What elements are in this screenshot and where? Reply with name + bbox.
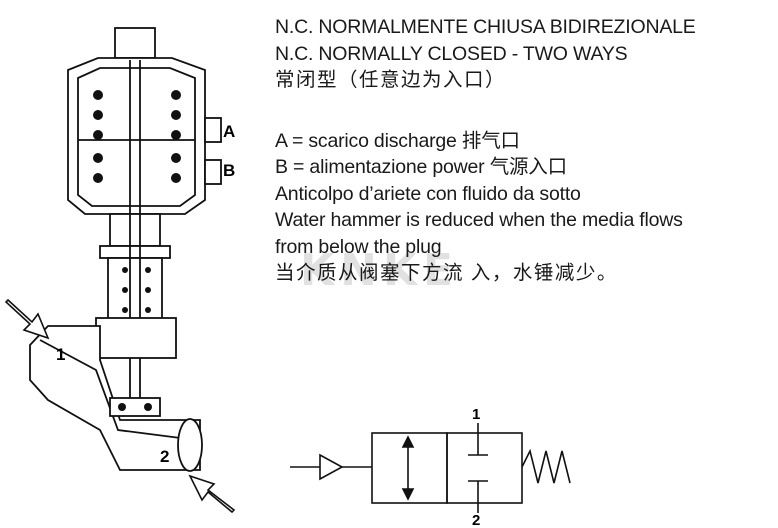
title-line-italian: N.C. NORMALMENTE CHIUSA BIDIREZIONALE	[275, 16, 696, 38]
title-line-chinese: 常闭型（任意边为入口）	[275, 69, 507, 91]
water-hammer-english-1: Water hammer is reduced when the media f…	[275, 209, 683, 231]
port-b-label: B	[223, 161, 235, 180]
outlet-arrow	[188, 474, 236, 514]
outlet-port-label: 2	[160, 447, 169, 466]
title-line-english: N.C. NORMALLY CLOSED - TWO WAYS	[275, 42, 628, 65]
watermark: KNKE	[300, 245, 460, 296]
description-text-block: N.C. NORMALMENTE CHIUSA BIDIREZIONALE N.…	[275, 14, 775, 287]
valve-symbol: 1 2	[290, 406, 571, 528]
water-hammer-italian: Anticolpo d’ariete con fluido da sotto	[275, 182, 581, 205]
water-hammer-english-2: from below the plug	[275, 235, 442, 258]
inlet-port-label: 1	[56, 345, 65, 364]
valve-cross-section: A B 1 2	[4, 27, 236, 514]
symbol-port-1: 1	[472, 406, 480, 423]
port-b-description: B = alimentazione power 气源入口	[275, 156, 567, 178]
port-a-description: A = scarico discharge 排气口	[275, 129, 520, 152]
water-hammer-chinese: 当介质从阀塞下方流 入，水锤减少。	[275, 262, 618, 284]
port-a-label: A	[223, 122, 235, 141]
inlet-arrow	[4, 298, 50, 340]
symbol-port-2: 2	[472, 512, 480, 528]
